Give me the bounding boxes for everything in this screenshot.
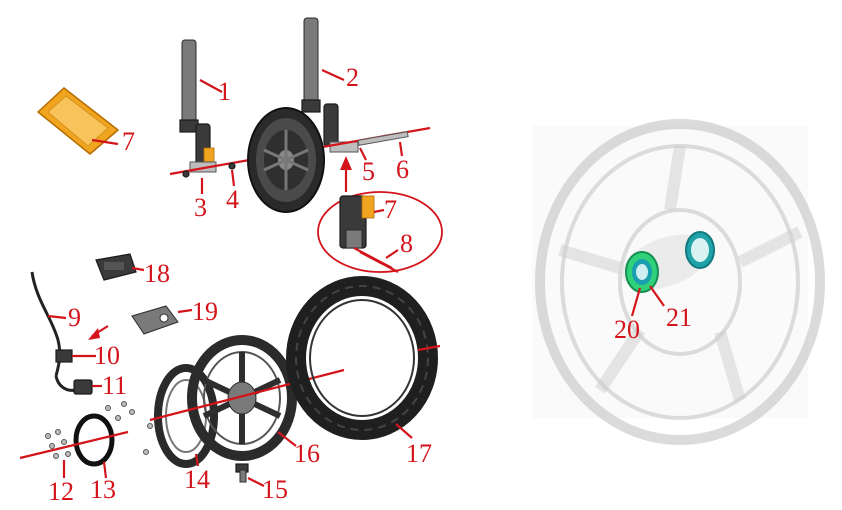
- callout-11: 11: [102, 371, 127, 400]
- callout-18: 18: [144, 259, 170, 288]
- callout-17: 17: [406, 439, 432, 468]
- hub-detail-icon: [532, 119, 825, 445]
- fork-bottom-detail-icon: [339, 195, 375, 249]
- callout-14: 14: [184, 465, 210, 494]
- callout-7-detail: 7: [384, 195, 397, 224]
- callout-16: 16: [294, 439, 320, 468]
- reflector-icon: [36, 87, 120, 155]
- abs-ring-13-icon: [73, 413, 115, 467]
- callout-21: 21: [666, 303, 692, 332]
- tire-17-icon: [286, 276, 438, 440]
- callout-3: 3: [194, 193, 207, 222]
- callout-6: 6: [396, 155, 409, 184]
- callout-12: 12: [48, 477, 74, 506]
- clip-10-icon: [55, 349, 73, 363]
- callout-5: 5: [362, 157, 375, 186]
- callout-20: 20: [614, 315, 640, 344]
- callout-10: 10: [94, 341, 120, 370]
- sensor-cable-icon: [30, 271, 62, 377]
- fork-leg-right-icon: [301, 17, 359, 153]
- callout-13: 13: [90, 475, 116, 504]
- callout-7-reflector: 7: [122, 127, 135, 156]
- callout-19: 19: [192, 297, 218, 326]
- bolts-12-icon: [45, 429, 71, 459]
- callout-4: 4: [226, 185, 239, 214]
- front-wheel-icon: [247, 107, 325, 213]
- fork-leg-left-icon: [179, 39, 217, 173]
- speed-sensor-11-icon: [54, 375, 93, 395]
- valve-stem-15-icon: [235, 463, 249, 483]
- callout-8: 8: [400, 229, 413, 258]
- detail-circle: [317, 191, 443, 273]
- rear-wheel-16-icon: [187, 335, 297, 461]
- bracket-19-icon: [131, 305, 179, 335]
- callout-1: 1: [218, 77, 231, 106]
- callout-2: 2: [346, 63, 359, 92]
- bracket-18-icon: [95, 253, 137, 281]
- callout-9: 9: [68, 303, 81, 332]
- callout-15: 15: [262, 475, 288, 504]
